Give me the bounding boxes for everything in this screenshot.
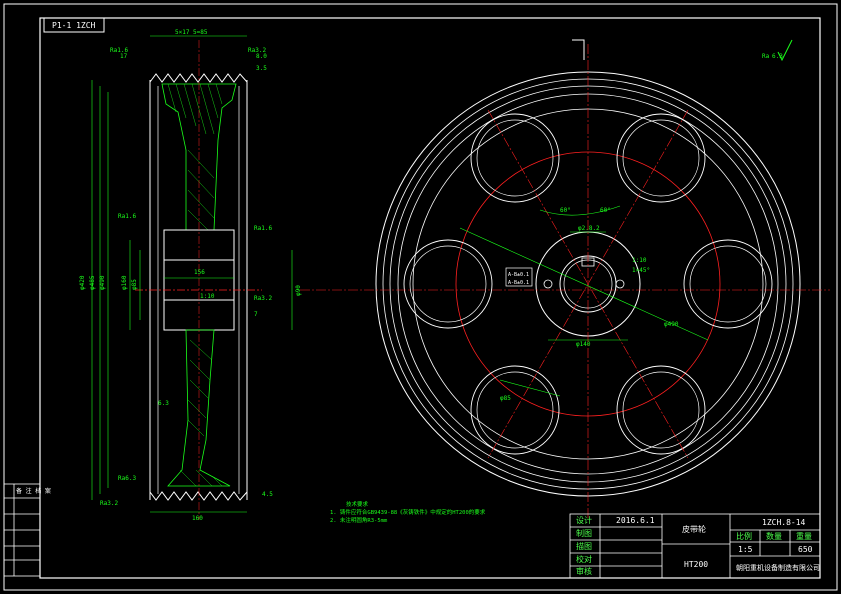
tb-part-name: 皮带轮 [682, 525, 706, 534]
dim-ra-bore: Ra3.2 [254, 295, 272, 302]
dim-key: 7 [254, 311, 258, 318]
dim-taper: 1:10 [200, 293, 215, 300]
dim-top-offset: 3.5 [256, 65, 267, 72]
tech-note-2: 2. 未注明圆角R3-5mm [330, 516, 388, 524]
dim-bottom-width: 160 [192, 515, 203, 522]
dim-bottom-offset: 4.5 [262, 491, 273, 498]
dim-bore-taper: 1:10 [632, 257, 647, 264]
roughness-value: 6.3 [772, 53, 783, 60]
inner-frame [39, 17, 821, 579]
dim-bolt-circle: φ490 [664, 321, 679, 328]
tech-note-1: 1. 铸件应符合GB9439-88《灰铸铁件》中规定的HT200的要求 [330, 508, 486, 516]
dim-angle-left: 60° [560, 207, 571, 214]
tb-weight-label: 重量 [796, 532, 812, 541]
tb-row-value-0: 2016.6.1 [616, 516, 655, 525]
tb-row-label-2: 描图 [576, 542, 592, 551]
tb-scale-label: 比例 [736, 532, 752, 541]
bottom-grooves [149, 491, 248, 501]
code-box-text: P1-1 1ZCH [52, 21, 96, 30]
dim-hub-width: 156 [194, 269, 205, 276]
dim-dia-160: φ160 [121, 275, 128, 290]
left-strip-cell-0: 备 注 档 案 [16, 488, 51, 495]
tb-scale-value: 1:5 [738, 545, 753, 554]
dim-dia-420: φ420 [79, 275, 86, 290]
dim-ra-mid-left: Ra1.6 [118, 213, 136, 220]
tb-row-label-0: 设计 [576, 516, 592, 525]
dim-ra-spoke-lower: Ra6.3 [118, 475, 136, 482]
section-marker [572, 39, 585, 60]
dim-ra-spoke: 6.3 [158, 400, 169, 407]
tb-drawing-no: 1ZCH.8-14 [762, 518, 806, 527]
set-screw-right [615, 279, 625, 289]
hub-callout-1: A-B±0.1 [508, 272, 529, 278]
dim-ra-top-right: Ra3.2 [248, 47, 266, 54]
dim-angle-right: 60° [600, 207, 611, 214]
roughness-label: Ra [762, 53, 770, 60]
dim-ra-bottom-left: Ra3.2 [100, 500, 118, 507]
tb-weight-value: 650 [798, 545, 813, 554]
tb-company: 朝阳重机设备制造有限公司 [736, 564, 820, 572]
dim-ra-top-left: Ra1.6 [110, 47, 128, 54]
code-box [43, 17, 105, 33]
dim-hub-dia: φ140 [576, 341, 591, 348]
tb-count-label: 数量 [766, 532, 782, 541]
dim-dia-485: φ485 [89, 275, 96, 290]
top-grooves [149, 73, 248, 83]
roughness-symbol: Ra 6.3 [762, 39, 793, 62]
dim-top-chamfer: 8.0 [256, 53, 267, 60]
tb-row-label-3: 校对 [576, 555, 592, 564]
hub-callout-2: A-B±0.1 [508, 280, 529, 286]
dim-chamfer: 1×45° [632, 267, 650, 274]
tb-material: HT200 [684, 560, 709, 569]
left-strip [3, 483, 41, 577]
dim-ra-mid-right: Ra1.6 [254, 225, 272, 232]
dim-groove-pitch: 5×17 5=85 [175, 29, 208, 36]
tech-notes-title: 技术要求 [346, 500, 369, 508]
dim-hole-dia: φ85 [500, 395, 511, 402]
title-block [569, 513, 821, 579]
tech-notes: 技术要求 1. 铸件应符合GB9439-88《灰铸铁件》中规定的HT200的要求… [330, 500, 486, 524]
set-screw-left [543, 279, 553, 289]
section-view: 5×17 5=85 17 8.0 3.5 Ra1.6 Ra1.6 Ra1.6 R… [79, 29, 302, 522]
dim-dia-490: φ490 [99, 275, 106, 290]
hub-callout-box [505, 267, 533, 287]
dim-dia-85: φ85 [131, 279, 138, 290]
front-view: 60° 60° φ2.8.2 φ140 φ490 φ85 1:10 1×45° … [300, 39, 830, 520]
dim-keyway: φ2.8.2 [578, 225, 600, 232]
outer-border [3, 3, 838, 591]
dim-dia-90: φ90 [295, 285, 302, 296]
dim-groove-depth: 17 [120, 53, 128, 60]
tb-row-label-4: 审核 [576, 567, 592, 576]
tb-row-label-1: 制图 [576, 529, 592, 538]
